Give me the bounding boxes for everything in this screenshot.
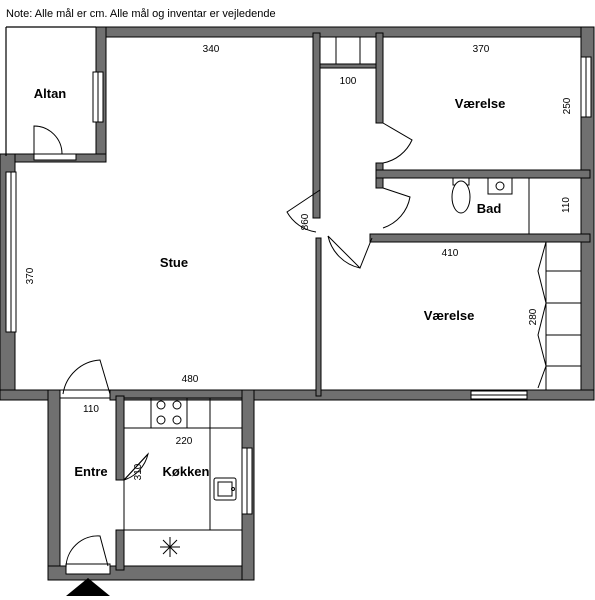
room-label-entre: Entre xyxy=(74,464,107,479)
bathroom-fixtures xyxy=(451,177,530,234)
light-icon xyxy=(160,537,180,557)
dim-vaerelse-mid-depth: 280 xyxy=(528,308,539,325)
note-text: Note: Alle mål er cm. Alle mål og invent… xyxy=(6,8,276,20)
dim-kokken-width: 220 xyxy=(176,436,193,447)
dim-vaerelse-top-depth: 250 xyxy=(562,97,573,114)
windows xyxy=(5,56,592,515)
sink-icon xyxy=(487,177,513,195)
toilet-icon xyxy=(451,177,471,214)
altan-outline xyxy=(5,26,96,156)
dim-bad-depth: 110 xyxy=(561,197,572,213)
room-label-stue: Stue xyxy=(160,255,188,270)
dim-stue-lower: 480 xyxy=(182,374,199,385)
dim-hall-length: 860 xyxy=(300,213,311,230)
kitchen-sink-icon xyxy=(213,477,237,501)
dim-kokken-depth: 310 xyxy=(133,463,144,480)
closet-hall xyxy=(335,37,361,64)
room-label-altan: Altan xyxy=(34,86,67,101)
dim-vaerelse-top-width: 370 xyxy=(473,44,490,55)
dim-stue-depth: 370 xyxy=(25,267,36,284)
stove-icon xyxy=(150,397,188,429)
room-label-kokken: Køkken xyxy=(163,464,210,479)
kitchen-fixtures xyxy=(123,397,243,567)
entry-arrow-icon xyxy=(66,578,110,596)
room-label-vaerelse-top: Værelse xyxy=(455,96,506,111)
dim-closet-width: 100 xyxy=(340,76,357,87)
doors xyxy=(33,122,413,575)
dim-stue-width: 340 xyxy=(203,44,220,55)
wardrobe-vaerelse-mid xyxy=(537,241,582,391)
dim-entre-width: 110 xyxy=(83,404,99,415)
dim-vaerelse-mid-width: 410 xyxy=(442,248,459,259)
room-label-vaerelse-mid: Værelse xyxy=(424,308,475,323)
room-label-bad: Bad xyxy=(477,201,502,216)
